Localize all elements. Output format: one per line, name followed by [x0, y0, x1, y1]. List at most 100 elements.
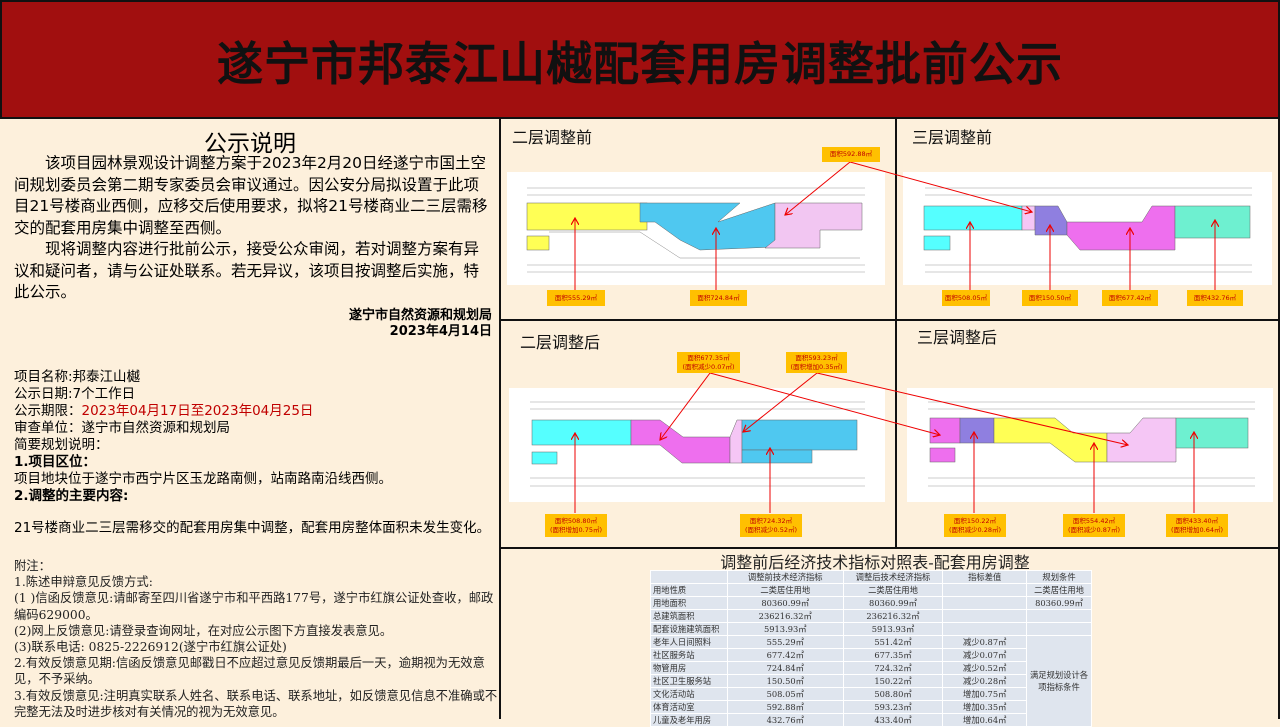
table-cell [942, 622, 1028, 636]
table-cell: 调整前技术经济指标 [726, 570, 844, 584]
note-line: 2.有效反馈意见期:信函反馈意见邮戳日不应超过意见反馈期最后一天，逾期视为无效意… [14, 656, 485, 687]
section-1-text: 项目地块位于遂宁市西宁片区玉龙路南侧，站南路南沿线西侧。 [14, 471, 392, 487]
area-label: 面积677.35㎡(面积减少0.07㎡) [677, 352, 740, 373]
table-cell: 规划条件 [1026, 570, 1092, 584]
page-title: 遂宁市邦泰江山樾配套用房调整批前公示 [217, 37, 1063, 91]
table-cell: 677.35㎡ [842, 648, 944, 662]
comparison-table: 调整前技术经济指标调整后技术经济指标指标差值规划条件用地性质二类居住用地二类居住… [650, 570, 1092, 727]
publicity-days: 公示日期:7个工作日 [14, 386, 136, 402]
floor-plan-3f-after [907, 388, 1273, 502]
divider [895, 119, 897, 548]
area-change: (面积增加0.35㎡) [790, 362, 843, 371]
area-label: 面积508.05㎡ [942, 290, 990, 306]
table-cell [942, 609, 1028, 623]
table-cell: 体育活动室 [650, 700, 728, 714]
table-cell: 用地面积 [650, 596, 728, 610]
area-label: 面积555.29㎡ [547, 290, 605, 306]
area-label: 面积593.23㎡(面积增加0.35㎡) [786, 352, 847, 373]
table-cell: 432.76㎡ [726, 713, 844, 727]
table-cell [942, 596, 1028, 610]
notice-paragraph-1: 该项目园林景观设计调整方案于2023年2月20日经遂宁市国土空间规划委员会第二期… [14, 154, 488, 237]
table-cell: 5913.93㎡ [726, 622, 844, 636]
table-cell: 508.05㎡ [726, 687, 844, 701]
notice-panel: 公示说明 该项目园林景观设计调整方案于2023年2月20日经遂宁市国土空间规划委… [0, 120, 500, 719]
notes: 附注： 1.陈述申辩意见反馈方式: (1 )信函反馈意见:请邮寄至四川省遂宁市和… [14, 558, 499, 720]
brief-heading: 简要规划说明： [14, 437, 109, 453]
table-cell: 增加0.64㎡ [942, 713, 1028, 727]
note-line: 3.有效反馈意见:注明真实联系人姓名、联系电话、联系地址，如反馈意见信息不准确或… [14, 688, 498, 719]
table-cell: 677.42㎡ [726, 648, 844, 662]
area-value: 面积593.23㎡ [795, 353, 838, 362]
table-cell: 724.32㎡ [842, 661, 944, 675]
area-change: (面积减少0.87㎡) [1067, 525, 1121, 534]
issuer: 遂宁市自然资源和规划局 [348, 308, 492, 323]
area-label: 面积508.80㎡(面积增加0.75㎡) [545, 514, 607, 537]
panel-title-3f-before: 三层调整前 [912, 128, 993, 147]
table-cell: 儿童及老年用房 [650, 713, 728, 727]
section-2-title: 2.调整的主要内容: [14, 488, 129, 504]
table-cell: 配套设施建筑面积 [650, 622, 728, 636]
area-label: 面积150.50㎡ [1022, 290, 1078, 306]
table-cell: 用地性质 [650, 583, 728, 597]
note-line: (1 )信函反馈意见:请邮寄至四川省遂宁市和平西路177号，遂宁市红旗公证处查收… [14, 591, 494, 622]
note-line: 附注： [14, 559, 51, 573]
area-label: 面积592.88㎡ [822, 147, 880, 162]
area-label: 面积554.42㎡(面积减少0.87㎡) [1063, 514, 1125, 537]
panel-title-3f-after: 三层调整后 [917, 328, 998, 347]
table-cell: 满足规划设计各项指标条件 [1026, 635, 1092, 727]
section-1-title: 1.项目区位： [14, 454, 97, 470]
table-cell: 老年人日间照料 [650, 635, 728, 649]
area-change: (面积减少0.52㎡) [744, 525, 798, 534]
table-cell: 增加0.75㎡ [942, 687, 1028, 701]
notice-heading: 公示说明 [204, 131, 296, 157]
note-line: 1.陈述申辩意见反馈方式: [14, 575, 153, 590]
area-value: 面积677.35㎡ [687, 353, 730, 362]
area-label: 面积432.76㎡ [1187, 290, 1243, 306]
table-cell: 指标差值 [942, 570, 1028, 584]
table-cell: 减少0.07㎡ [942, 648, 1028, 662]
project-name: 项目名称:邦泰江山樾 [14, 369, 141, 385]
table-cell: 减少0.87㎡ [942, 635, 1028, 649]
table-cell [1026, 622, 1092, 636]
table-cell: 508.80㎡ [842, 687, 944, 701]
reviewer: 审查单位：遂宁市自然资源和规划局 [14, 420, 230, 436]
table-cell: 二类居住用地 [726, 583, 844, 597]
note-line: (3)联系电话: 0825-2226912(遂宁市红旗公证处) [14, 640, 287, 655]
table-cell: 增加0.35㎡ [942, 700, 1028, 714]
table-cell: 文化活动站 [650, 687, 728, 701]
floor-plan-2f-before [507, 172, 885, 285]
table-cell: 减少0.52㎡ [942, 661, 1028, 675]
area-label: 面积433.40㎡(面积增加0.64㎡) [1166, 514, 1228, 537]
panel-title-2f-before: 二层调整前 [512, 128, 593, 147]
area-value: 面积150.22㎡ [953, 516, 997, 525]
area-change: (面积增加0.75㎡) [549, 525, 603, 534]
area-change: (面积增加0.64㎡) [1170, 525, 1224, 534]
divider [1278, 119, 1280, 719]
table-cell [650, 570, 728, 584]
divider [499, 319, 1280, 321]
table-cell: 80360.99㎡ [842, 596, 944, 610]
table-cell: 社区服务站 [650, 648, 728, 662]
header-banner [0, 0, 1280, 119]
table-cell: 236216.32㎡ [726, 609, 844, 623]
area-change: (面积减少0.28㎡) [948, 525, 1002, 534]
table-cell: 555.29㎡ [726, 635, 844, 649]
floor-plan-2f-after [509, 388, 885, 502]
table-title: 调整前后经济技术指标对照表-配套用房调整 [720, 553, 1030, 572]
table-cell: 433.40㎡ [842, 713, 944, 727]
table-cell: 社区卫生服务站 [650, 674, 728, 688]
area-label: 面积724.84㎡ [690, 290, 747, 306]
table-cell: 调整后技术经济指标 [842, 570, 944, 584]
divider [499, 547, 1280, 549]
table-cell: 592.88㎡ [726, 700, 844, 714]
table-cell: 80360.99㎡ [1026, 596, 1092, 610]
table-cell: 5913.93㎡ [842, 622, 944, 636]
section-2-text: 21号楼商业二三层需移交的配套用房集中调整，配套用房整体面积未发生变化。 [14, 520, 491, 536]
table-header-row: 调整前技术经济指标调整后技术经济指标指标差值规划条件 [650, 570, 1092, 584]
